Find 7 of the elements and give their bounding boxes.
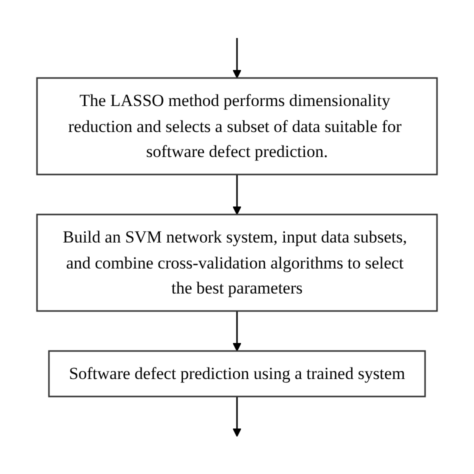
node-box: Build an SVM network system, input data subsets, and combine cross-validation algorithms to select the best parameters (36, 214, 438, 312)
arrow (232, 396, 242, 437)
arrow (232, 38, 242, 78)
node-box: The LASSO method performs dimensionality reduction and selects a subset of data suitable for software defect prediction. (36, 77, 438, 175)
node-box: Software defect prediction using a trained system (48, 350, 426, 397)
arrow (232, 174, 242, 215)
arrow (232, 310, 242, 352)
